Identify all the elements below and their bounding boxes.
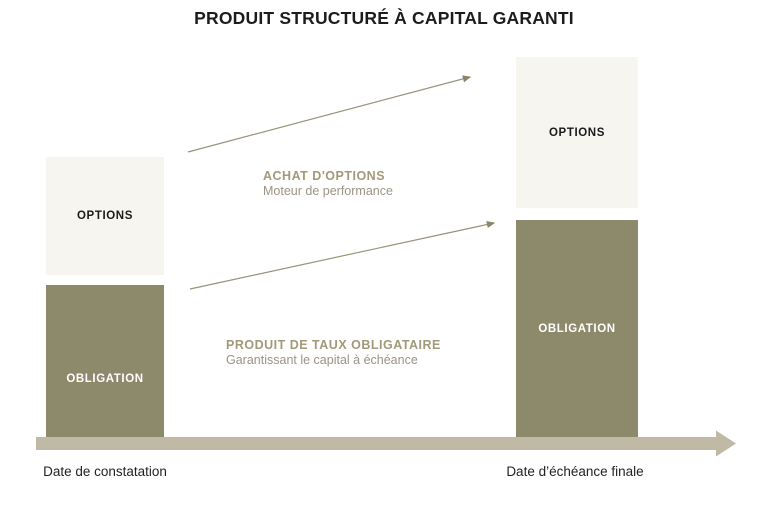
axis-label-start-date: Date de constatation	[43, 464, 167, 479]
bar-obligation-end: OBLIGATION	[516, 220, 638, 437]
annotation-bond-subtitle: Garantissant le capital à échéance	[226, 353, 418, 367]
bar-options-start-label: OPTIONS	[77, 210, 133, 222]
annotation-bond-title: PRODUIT DE TAUX OBLIGATAIRE	[226, 338, 441, 352]
annotation-options: ACHAT D'OPTIONS Moteur de performance	[263, 169, 493, 200]
bar-obligation-start: OBLIGATION	[46, 285, 164, 437]
axis-label-end-date: Date d’échéance finale	[506, 464, 644, 479]
page-title: PRODUIT STRUCTURÉ À CAPITAL GARANTI	[194, 8, 574, 28]
growth-arrow-bond	[189, 221, 496, 290]
bar-obligation-end-label: OBLIGATION	[538, 322, 616, 335]
growth-arrow-options	[187, 75, 472, 153]
bar-options-end: OPTIONS	[516, 57, 638, 208]
bar-obligation-start-label: OBLIGATION	[66, 373, 144, 385]
annotation-bond: PRODUIT DE TAUX OBLIGATAIRE Garantissant…	[226, 338, 441, 369]
annotation-options-title: ACHAT D'OPTIONS	[263, 169, 386, 183]
annotation-options-subtitle: Moteur de performance	[263, 184, 393, 198]
bar-options-start: OPTIONS	[46, 157, 164, 275]
bar-options-end-label: OPTIONS	[549, 126, 605, 139]
